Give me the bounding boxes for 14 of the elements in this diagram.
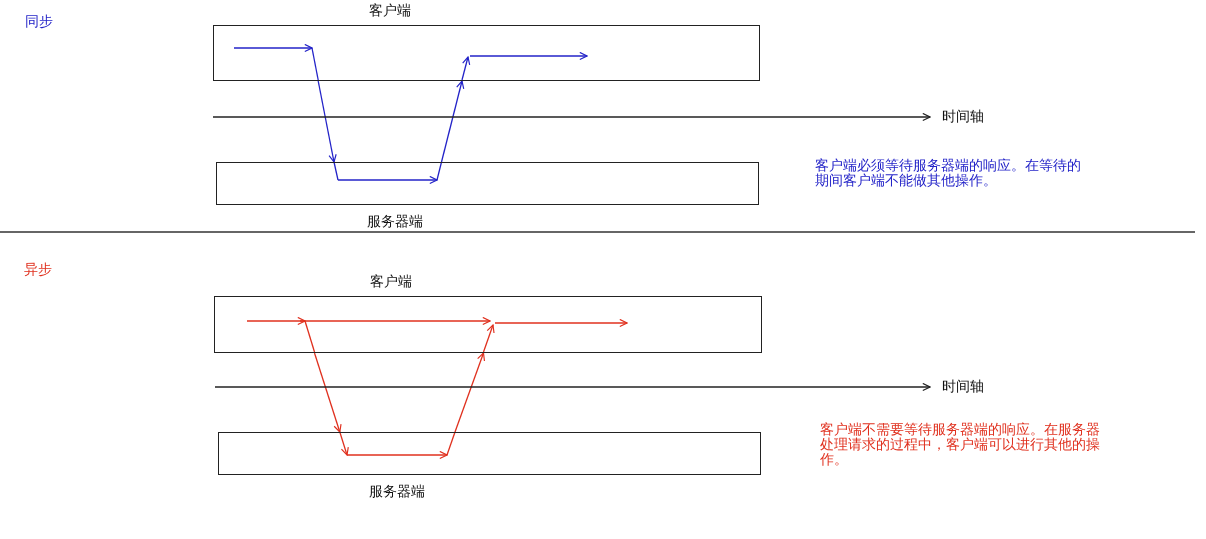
arrow [440, 80, 465, 163]
note-text: 客户端必须等待服务器端的响应。在等待的期间客户端不能做其他操作。 [815, 158, 1082, 188]
axis-label: 时间轴 [942, 109, 984, 124]
section-title: 同步 [25, 14, 53, 29]
lane-title: 客户端 [369, 2, 411, 20]
section-title: 异步 [24, 262, 52, 277]
arrow [313, 352, 342, 433]
lane-title: 服务器端 [367, 213, 423, 231]
note-text: 客户端不需要等待服务器端的响应。在服务器处理请求的过程中，客户端可以进行其他的操作。 [820, 422, 1101, 467]
arrow [317, 80, 337, 163]
lane-title: 服务器端 [369, 483, 425, 501]
lane-title: 客户端 [370, 273, 412, 291]
arrow [454, 352, 486, 433]
axis-label: 时间轴 [942, 379, 984, 394]
